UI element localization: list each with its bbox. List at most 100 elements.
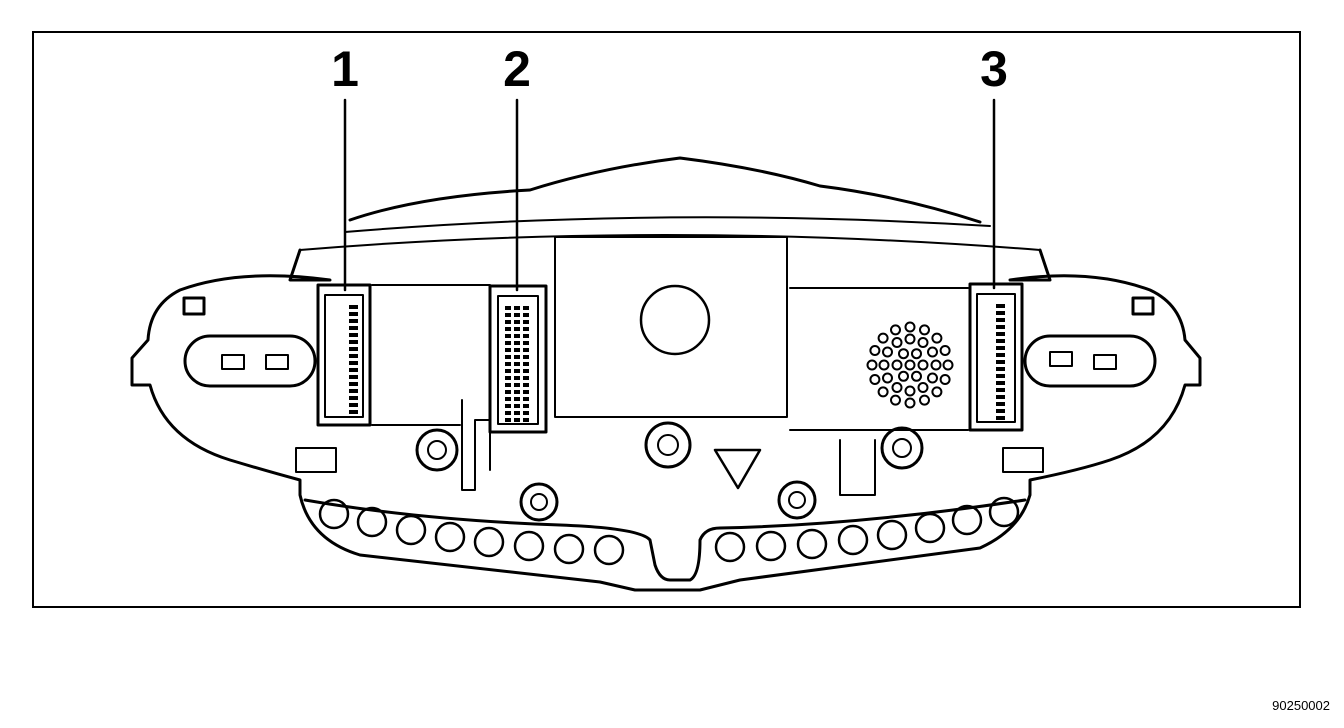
connector-pin <box>996 367 1005 371</box>
connector-pin <box>505 383 511 387</box>
housing-top-edge <box>299 234 1041 251</box>
connector-pin <box>505 334 511 338</box>
connector-pin <box>514 369 520 373</box>
connector-pin <box>523 376 529 380</box>
speaker-hole <box>931 386 943 398</box>
connector-pin <box>514 334 520 338</box>
right-lamp-socket <box>1023 334 1157 388</box>
connector-pin <box>996 339 1005 343</box>
bulb <box>714 531 746 563</box>
screw-lower-right <box>777 480 817 520</box>
connector-2-pins <box>505 306 529 422</box>
left-lamp-socket <box>183 334 317 388</box>
connector-pin <box>505 390 511 394</box>
center-display-module <box>554 236 788 418</box>
connector-pin <box>514 341 520 345</box>
speaker-hole <box>866 359 878 371</box>
bulb <box>988 496 1020 528</box>
speaker-hole <box>927 346 938 358</box>
screw-center <box>644 421 692 469</box>
cluster-housing <box>130 248 1202 592</box>
connector-pin <box>505 306 511 310</box>
connector-pin <box>505 397 511 401</box>
connector-pin <box>514 362 520 366</box>
connector-pin <box>996 360 1005 364</box>
connector-pin <box>349 312 358 316</box>
speaker-hole <box>891 382 903 393</box>
connector-pin <box>349 326 358 330</box>
speaker-hole <box>891 337 903 348</box>
connector-pin <box>349 389 358 393</box>
connector-pin <box>514 313 520 317</box>
speaker-hole <box>927 372 938 384</box>
callout-label-2: 2 <box>503 41 531 97</box>
left-lamp-pin-b <box>265 354 289 370</box>
connector-pin <box>523 362 529 366</box>
connector-pin <box>523 397 529 401</box>
connector-pin <box>505 341 511 345</box>
speaker-hole <box>904 397 916 409</box>
connector-pin <box>505 411 511 415</box>
connector-pin <box>523 313 529 317</box>
speaker-hole <box>917 382 929 393</box>
connector-pin <box>996 416 1005 420</box>
connector-pin <box>514 355 520 359</box>
bulb <box>837 524 869 556</box>
right-clip-top <box>1131 296 1155 316</box>
connector-pin <box>349 375 358 379</box>
connector-pin <box>349 347 358 351</box>
right-lamp-pin-a <box>1049 351 1073 367</box>
speaker-hole <box>891 359 903 371</box>
connector-pin <box>514 306 520 310</box>
left-lamp-pin-a <box>221 354 245 370</box>
connector-pin <box>349 368 358 372</box>
speaker-hole <box>919 394 930 406</box>
left-clip-bottom <box>295 447 337 473</box>
connector-pin <box>349 410 358 414</box>
connector-pin <box>514 397 520 401</box>
connector-pin <box>996 374 1005 378</box>
connector-pin <box>505 320 511 324</box>
connector-pin <box>514 320 520 324</box>
bulb <box>395 514 427 546</box>
connector-pin <box>514 376 520 380</box>
connector-pin <box>996 381 1005 385</box>
speaker-grille <box>866 321 954 409</box>
bulb <box>755 530 787 562</box>
bulb <box>356 506 388 538</box>
screw-left-inner <box>427 440 447 460</box>
connector-pin <box>996 346 1005 350</box>
connector-pin <box>996 325 1005 329</box>
speaker-hole <box>882 372 893 384</box>
bulb <box>318 498 350 530</box>
left-clip-top <box>182 296 206 316</box>
bulb <box>553 533 585 565</box>
connector-pin <box>514 404 520 408</box>
right-lamp-pin-b <box>1093 354 1117 370</box>
bulb <box>513 530 545 562</box>
connector-pin <box>505 418 511 422</box>
brand-shield <box>713 448 762 490</box>
speaker-hole <box>904 359 916 371</box>
connector-pin <box>505 348 511 352</box>
connector-pin <box>349 396 358 400</box>
speaker-hole <box>869 374 881 385</box>
connector-3-body <box>976 293 1016 423</box>
bulb <box>914 512 946 544</box>
connector-pin <box>996 311 1005 315</box>
speaker-hole <box>904 333 916 345</box>
connector-pin <box>349 319 358 323</box>
connector-pin <box>996 353 1005 357</box>
connector-pin <box>996 388 1005 392</box>
connector-1-body <box>324 294 364 418</box>
connector-pin <box>523 306 529 310</box>
connector-pin <box>514 418 520 422</box>
connector-pin <box>349 354 358 358</box>
callout-label-1: 1 <box>331 41 359 97</box>
connector-pin <box>996 332 1005 336</box>
speaker-hole <box>942 359 954 371</box>
figure-reference-number: 90250002 <box>1272 698 1330 713</box>
right-board <box>789 287 969 431</box>
connector-pin <box>996 409 1005 413</box>
